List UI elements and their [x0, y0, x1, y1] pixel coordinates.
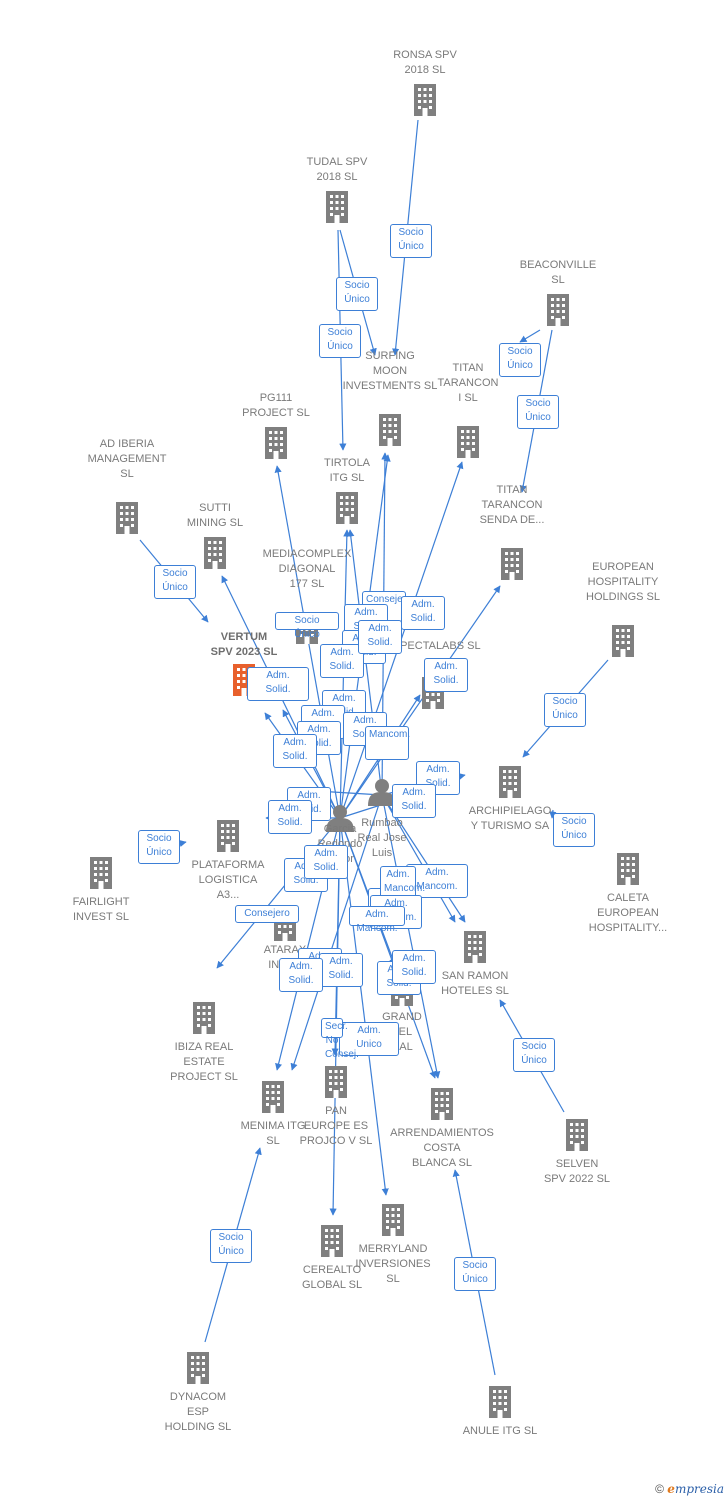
edge-line — [216, 817, 341, 969]
building-icon[interactable] — [499, 766, 521, 798]
node-label-ibiza[interactable]: IBIZA REAL ESTATE PROJECT SL — [170, 1041, 238, 1083]
edge-label-box[interactable]: Adm. Unico — [339, 1022, 399, 1056]
edge-label-box[interactable]: Adm. Mancom. — [380, 866, 425, 900]
edge-label-box[interactable]: Adm. Solid. — [279, 958, 323, 992]
node-label-archipielago[interactable]: ARCHIPIELAGO Y TURISMO SA — [468, 805, 552, 832]
edge-line — [519, 329, 541, 343]
node-label-selven[interactable]: SELVEN SPV 2022 SL — [543, 1158, 611, 1185]
edge-line — [290, 794, 383, 1071]
node-label-caleta[interactable]: CALETA EUROPEAN HOSPITALITY... — [588, 892, 668, 934]
edge-label-box[interactable]: Adm. Mancom. — [349, 906, 405, 934]
edge-label-box[interactable]: Adm. Solid. — [401, 596, 445, 630]
edge-label-box[interactable]: Adm. Solid. — [392, 784, 436, 818]
edge-label-box[interactable]: Socio Único — [154, 565, 196, 599]
building-icon[interactable] — [326, 191, 348, 223]
edge-label-box[interactable]: Socio Único — [454, 1257, 496, 1291]
edge-label-box[interactable]: Socio Único — [517, 395, 559, 429]
building-icon[interactable] — [336, 492, 358, 524]
edge-label-box[interactable]: Socio Único — [499, 343, 541, 377]
building-icon[interactable] — [265, 427, 287, 459]
building-icon[interactable] — [379, 414, 401, 446]
brand-watermark: © empresia — [655, 1482, 724, 1496]
node-label-pg111[interactable]: PG111 PROJECT SL — [242, 392, 310, 419]
node-label-plataforma[interactable]: PLATAFORMA LOGISTICA A3... — [191, 859, 265, 901]
edge-label-box[interactable]: Adm. Mancom. — [406, 864, 468, 898]
building-icon[interactable] — [457, 426, 479, 458]
node-label-titansenda[interactable]: TITAN TARANCON SENDA DE... — [479, 484, 545, 526]
edge-label-box[interactable]: Socio Único — [553, 813, 595, 847]
node-label-adiberia[interactable]: AD IBERIA MANAGEMENT SL — [87, 438, 167, 480]
node-label-dynacom[interactable]: DYNACOM ESP HOLDING SL — [164, 1391, 232, 1433]
node-label-surfing[interactable]: SURFING MOON INVESTMENTS SL — [342, 350, 438, 392]
edge-line — [339, 817, 397, 966]
edge-line — [381, 794, 441, 1079]
node-label-vertum[interactable]: VERTUM SPV 2023 SL — [210, 631, 278, 658]
building-icon[interactable] — [501, 548, 523, 580]
node-label-person2[interactable]: Rumbao Real Jose Luis — [357, 817, 407, 859]
building-icon[interactable] — [187, 1352, 209, 1384]
node-label-beaconville[interactable]: BEACONVILLE SL — [519, 259, 597, 286]
node-label-arrendamientos[interactable]: ARRENDAMIENTOS COSTA BLANCA SL — [390, 1127, 494, 1169]
edge-label-box[interactable]: Socio Único — [336, 277, 378, 311]
brand-logo-e: e — [667, 1482, 675, 1496]
copyright-icon: © — [655, 1482, 664, 1496]
edge-label-box[interactable]: Socio Único — [390, 224, 432, 258]
building-icon[interactable] — [116, 502, 138, 534]
edge-label-box[interactable]: Socio Único — [544, 693, 586, 727]
building-icon[interactable] — [489, 1386, 511, 1418]
building-icon[interactable] — [414, 84, 436, 116]
edge-line — [329, 817, 341, 1216]
node-label-cerealto[interactable]: CEREALTO GLOBAL SL — [301, 1264, 363, 1291]
building-icon[interactable] — [547, 294, 569, 326]
edge-line — [339, 817, 389, 1196]
edge-label-box[interactable]: Socio Único — [513, 1038, 555, 1072]
edge-label-box[interactable]: Socio Único — [210, 1229, 252, 1263]
building-icon[interactable] — [382, 1204, 404, 1236]
node-label-menima[interactable]: MENIMA ITG SL — [240, 1120, 306, 1147]
node-label-european[interactable]: EUROPEAN HOSPITALITY HOLDINGS SL — [586, 561, 660, 603]
brand-logo-text: mpresia — [674, 1482, 724, 1496]
node-label-tirtola[interactable]: TIRTOLA ITG SL — [323, 457, 371, 484]
building-icon[interactable] — [566, 1119, 588, 1151]
building-icon[interactable] — [617, 853, 639, 885]
node-label-merryland[interactable]: MERRYLAND INVERSIONES SL — [355, 1243, 431, 1285]
edge-label-box[interactable]: Adm. Solid. — [268, 800, 312, 834]
edge-label-box[interactable]: Adm. Solid. — [247, 667, 309, 701]
edge-label-box[interactable]: Adm. Solid. — [424, 658, 468, 692]
edge-label-box[interactable]: Adm. Solid. — [392, 950, 436, 984]
edge-label-box[interactable]: Mancom. — [365, 726, 410, 760]
building-icon[interactable] — [204, 537, 226, 569]
building-icon[interactable] — [325, 1066, 347, 1098]
node-label-sutti[interactable]: SUTTI MINING SL — [186, 502, 244, 529]
edge-label-box[interactable]: Adm. Solid. — [358, 620, 402, 654]
building-icon[interactable] — [193, 1002, 215, 1034]
edge-label-box[interactable]: Adm. Solid. — [320, 644, 364, 678]
edge-label-box[interactable]: Consejero — [235, 905, 299, 923]
edge-label-box[interactable]: Adm. Solid. — [273, 734, 317, 768]
node-label-pan[interactable]: PAN EUROPE ES PROJCO V SL — [299, 1105, 373, 1147]
building-icon[interactable] — [464, 931, 486, 963]
edge-label-box[interactable]: Socio Único — [275, 612, 339, 640]
building-icon[interactable] — [217, 820, 239, 852]
building-icon[interactable] — [612, 625, 634, 657]
edge-label-box[interactable]: Socio Único — [319, 324, 361, 358]
node-label-ronsa[interactable]: RONSA SPV 2018 SL — [393, 49, 457, 76]
node-label-mediacomplex[interactable]: MEDIACOMPLEX DIAGONAL 177 SL — [262, 548, 352, 590]
edge-label-box[interactable]: Socio Único — [138, 830, 180, 864]
node-label-titan1[interactable]: TITAN TARANCON I SL — [437, 362, 499, 404]
building-icon[interactable] — [90, 857, 112, 889]
edge-label-box[interactable]: Adm. Solid. — [319, 953, 363, 987]
node-label-sanramon[interactable]: SAN RAMON HOTELES SL — [441, 970, 509, 997]
building-icon[interactable] — [431, 1088, 453, 1120]
edge-line — [549, 809, 557, 819]
node-label-anule[interactable]: ANULE ITG SL — [462, 1425, 538, 1437]
edge-label-box[interactable]: Secr. No Consej. — [321, 1018, 359, 1060]
node-label-fairlight[interactable]: FAIRLIGHT INVEST SL — [72, 896, 130, 923]
node-label-tudal[interactable]: TUDAL SPV 2018 SL — [306, 156, 368, 183]
edge-label-box[interactable]: Adm. Solid. — [304, 845, 348, 879]
node-label-expectalabs[interactable]: EXPECTALABS SL — [385, 640, 481, 652]
